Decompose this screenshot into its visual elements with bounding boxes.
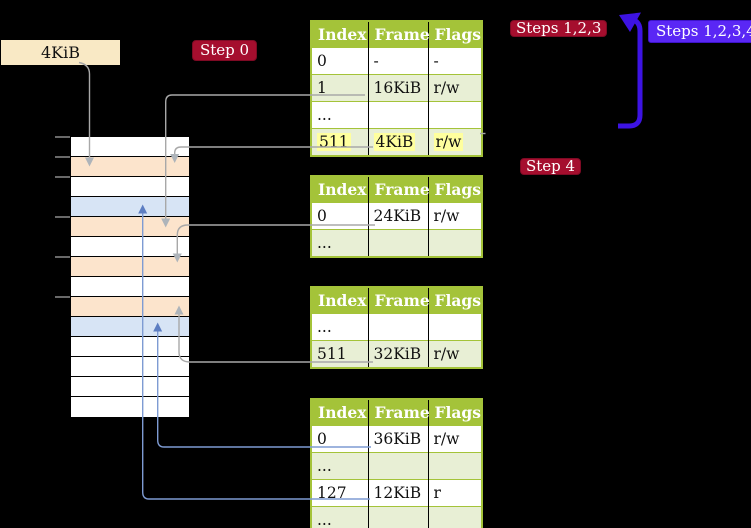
memory-frame-row xyxy=(71,357,189,377)
table-row: ... xyxy=(311,506,482,528)
col-header-frame: Frame xyxy=(367,399,430,426)
memory-frame-row xyxy=(71,397,189,417)
col-header-index: Index xyxy=(311,21,368,48)
memory-frame-row xyxy=(71,337,189,357)
page-table-level-4: Index Frame Flags 0 - - 1 16KiB r/w ... … xyxy=(310,20,483,157)
table-header-row: Index Frame Flags xyxy=(311,399,482,426)
col-header-flags: Flags xyxy=(427,399,482,426)
table-row: 511 32KiB r/w xyxy=(311,340,482,368)
table-header-row: Index Frame Flags xyxy=(311,21,482,48)
memory-frame-row xyxy=(71,237,189,257)
table-row: 0 - - xyxy=(311,47,482,75)
col-header-index: Index xyxy=(311,176,368,203)
address-tick-marks xyxy=(55,136,70,298)
highlighted-value: 4KiB xyxy=(373,133,416,151)
badge-steps-1-2-3-4: Steps 1,2,3,4 xyxy=(648,20,751,43)
table-row: ... xyxy=(311,101,482,129)
table-row-highlighted: 511 4KiB r/w xyxy=(311,128,482,156)
highlighted-value: r/w xyxy=(433,133,464,151)
col-header-flags: Flags xyxy=(427,21,482,48)
frame-size-label: 4KiB xyxy=(1,40,120,65)
memory-frame-row xyxy=(71,157,189,177)
table-row: ... xyxy=(311,229,482,257)
table-row: 0 36KiB r/w xyxy=(311,425,482,453)
memory-frame-row xyxy=(71,137,189,157)
memory-frame-row xyxy=(71,257,189,277)
col-header-frame: Frame xyxy=(367,287,430,314)
col-header-frame: Frame xyxy=(367,176,430,203)
memory-frame-row xyxy=(71,197,189,217)
table-header-row: Index Frame Flags xyxy=(311,287,482,314)
memory-frame-row xyxy=(71,377,189,397)
table-row: 0 24KiB r/w xyxy=(311,202,482,230)
physical-memory-stack xyxy=(70,136,190,418)
memory-frame-row xyxy=(71,177,189,197)
page-table-level-3: Index Frame Flags 0 24KiB r/w ... xyxy=(310,175,483,258)
page-table-level-1: Index Frame Flags 0 36KiB r/w ... 127 12… xyxy=(310,398,483,528)
memory-frame-row xyxy=(71,297,189,317)
table-row: 127 12KiB r xyxy=(311,479,482,507)
page-table-level-2: Index Frame Flags ... 511 32KiB r/w xyxy=(310,286,483,369)
badge-step-0: Step 0 xyxy=(192,40,258,61)
table-row: ... xyxy=(311,313,482,341)
col-header-flags: Flags xyxy=(427,176,482,203)
badge-step-4: Step 4 xyxy=(520,158,582,175)
table-row: ... xyxy=(311,452,482,480)
recursive-steps-arrow-icon xyxy=(618,12,643,129)
highlighted-value: 511 xyxy=(317,133,351,151)
badge-steps-1-2-3: Steps 1,2,3 xyxy=(510,20,608,37)
col-header-flags: Flags xyxy=(427,287,482,314)
table-row: 1 16KiB r/w xyxy=(311,74,482,102)
col-header-index: Index xyxy=(311,399,368,426)
memory-frame-row xyxy=(71,277,189,297)
col-header-frame: Frame xyxy=(367,21,430,48)
table-header-row: Index Frame Flags xyxy=(311,176,482,203)
col-header-index: Index xyxy=(311,287,368,314)
memory-frame-row xyxy=(71,217,189,237)
memory-frame-row xyxy=(71,317,189,337)
